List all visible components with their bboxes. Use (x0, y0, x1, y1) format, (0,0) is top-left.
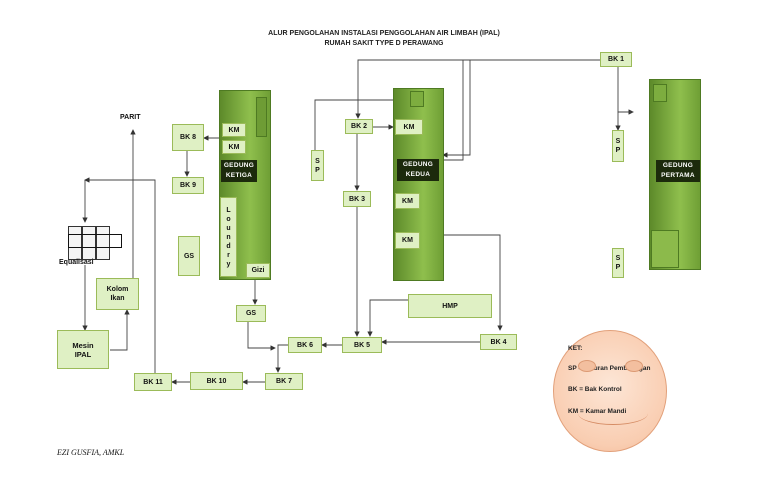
gs-left-box: GS (178, 236, 200, 276)
bk2-box: BK 2 (345, 119, 373, 134)
bk10-box: BK 10 (190, 372, 243, 390)
parit-label: PARIT (120, 114, 141, 121)
building-kedua-stair (410, 91, 424, 107)
legend-face-eye-left (578, 360, 596, 372)
bk11-box: BK 11 (134, 373, 172, 391)
mesin-ipal-box: Mesin IPAL (57, 330, 109, 369)
gizi-box: Gizi (246, 263, 270, 278)
legend-face-eye-right (625, 360, 643, 372)
loundry-box: L o u n d r y (220, 197, 237, 277)
author-credit: EZI GUSFIA, AMKL (57, 448, 125, 457)
diagram-title: ALUR PENGOLAHAN INSTALASI PENGGOLAHAN AI… (268, 30, 500, 37)
km-kedua-2-box: KM (395, 193, 420, 209)
hmp-box: HMP (408, 294, 492, 318)
diagram-subtitle: RUMAH SAKIT TYPE D PERAWANG (324, 40, 444, 47)
building-ketiga-stair (256, 97, 267, 137)
bk7-box: BK 7 (265, 373, 303, 390)
equalisasi-tank-group (68, 226, 122, 262)
km-kedua-3-box: KM (395, 232, 420, 249)
bk4-box: BK 4 (480, 334, 517, 350)
bk3-box: BK 3 (343, 191, 371, 207)
building-pertama-label: GEDUNG PERTAMA (656, 160, 700, 182)
bk6-box: BK 6 (288, 337, 322, 353)
legend-title: KET: (568, 345, 583, 352)
building-kedua (393, 88, 444, 281)
building-kedua-label: GEDUNG KEDUA (397, 159, 439, 181)
legend-panel: KET: SP = Saluran Pembuangan BK = Bak Ko… (553, 330, 667, 452)
sp-kedua-box: S P (311, 150, 324, 181)
km-ketiga-2-box: KM (222, 140, 246, 154)
gs-bottom-box: GS (236, 305, 266, 322)
bk5-box: BK 5 (342, 337, 382, 353)
km-kedua-1-box: KM (395, 119, 423, 135)
equalisasi-label: Equalisasi (59, 259, 94, 266)
kolom-ikan-box: Kolom Ikan (96, 278, 139, 310)
bk8-box: BK 8 (172, 124, 204, 151)
legend-face-smile (578, 402, 648, 425)
building-pertama-stair-bottom (651, 230, 679, 268)
building-pertama-stair-top (653, 84, 667, 102)
equalisasi-tank-band (68, 234, 122, 248)
sp-pertama-2-box: S P (612, 248, 624, 278)
building-ketiga-label: GEDUNG KETIGA (221, 160, 257, 182)
flow-lines (82, 59, 634, 385)
bk9-box: BK 9 (172, 177, 204, 194)
bk1-box: BK 1 (600, 52, 632, 67)
legend-sp: SP = Saluran Pembuangan (568, 365, 651, 372)
sp-pertama-1-box: S P (612, 130, 624, 162)
km-ketiga-1-box: KM (222, 123, 246, 137)
legend-bk: BK = Bak Kontrol (568, 386, 622, 393)
